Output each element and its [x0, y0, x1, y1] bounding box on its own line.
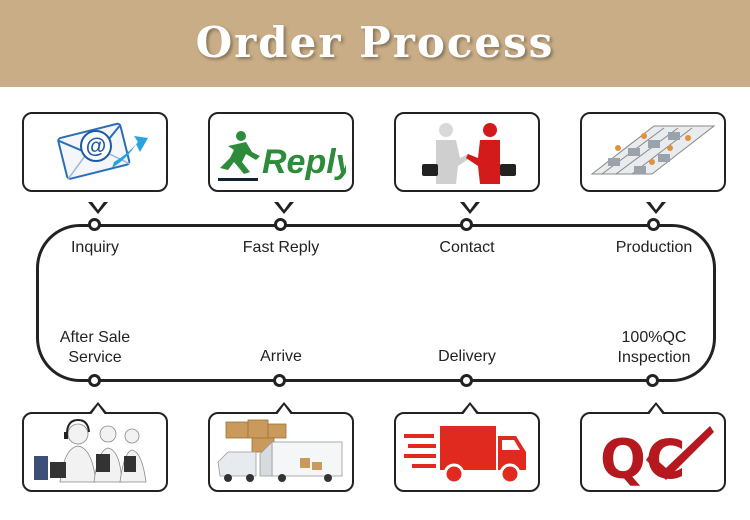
step-dot-inquiry: [88, 218, 101, 231]
call-center-icon: [34, 418, 147, 483]
card-production: [580, 112, 726, 214]
card-after-sale: [22, 402, 168, 492]
step-label-after-sale: After Sale Service: [59, 329, 131, 366]
truck-icon: [404, 426, 526, 485]
email-icon: @: [57, 122, 148, 180]
step-dot-production: [647, 218, 660, 231]
card-qc: QC: [580, 402, 726, 492]
svg-text:@: @: [86, 135, 106, 158]
step-dot-after-sale: [88, 374, 101, 387]
qc-logo-text: QC: [600, 428, 686, 486]
card-contact: [394, 112, 540, 214]
step-label-delivery: Delivery: [438, 348, 496, 365]
handshake-icon: [422, 123, 516, 184]
step-dot-contact: [460, 218, 473, 231]
header-banner: Order Process: [0, 0, 750, 87]
reply-logo-text: Reply: [262, 143, 346, 181]
step-label-production: Production: [615, 239, 693, 256]
step-dot-delivery: [460, 374, 473, 387]
step-label-fast-reply: Fast Reply: [242, 239, 320, 256]
page-title: Order Process: [195, 18, 555, 67]
step-label-inquiry: Inquiry: [70, 239, 120, 256]
delivery-van-icon: [217, 419, 343, 482]
card-arrive: [208, 402, 354, 492]
factory-line-icon: [590, 125, 716, 175]
card-inquiry: @: [22, 112, 168, 214]
step-label-contact: Contact: [439, 239, 495, 256]
step-dot-fast-reply: [274, 218, 287, 231]
step-label-qc: 100%QC Inspection: [617, 329, 691, 366]
step-dot-arrive: [273, 374, 286, 387]
step-label-arrive: Arrive: [260, 348, 302, 365]
qc-icon: QC: [600, 426, 714, 486]
card-fast-reply: Reply: [208, 112, 354, 214]
process-loop-line: [36, 224, 716, 382]
reply-logo-icon: Reply: [218, 131, 346, 181]
step-dot-qc: [646, 374, 659, 387]
card-delivery: [394, 402, 540, 492]
